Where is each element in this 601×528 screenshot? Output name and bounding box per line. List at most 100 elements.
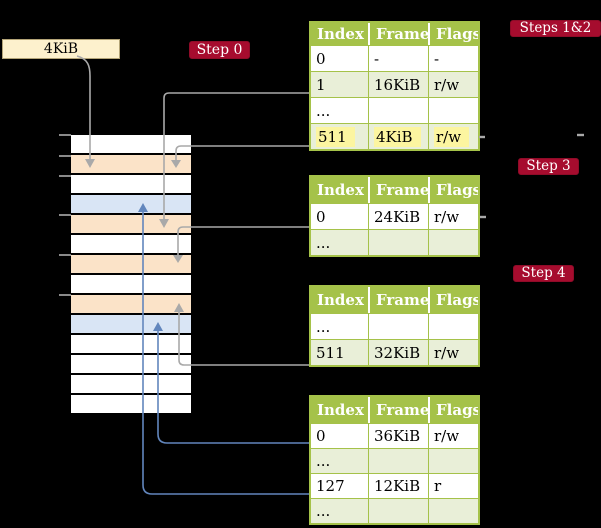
memory-frame-row xyxy=(71,135,191,155)
address-tick xyxy=(59,254,71,256)
arrow-pt3-entry511-to-32kib-frame xyxy=(178,312,309,366)
column-header: Flags xyxy=(428,23,478,45)
page-table-entry: ... xyxy=(311,498,478,523)
arrow-pt2-entry0-to-24kib-frame xyxy=(177,226,309,255)
page-table-cell xyxy=(428,448,478,473)
step-4-badge: Step 4 xyxy=(513,265,574,282)
column-header: Index xyxy=(311,287,368,313)
column-header: Frame xyxy=(368,23,428,45)
address-tick xyxy=(59,294,71,296)
memory-frame-row xyxy=(71,195,191,215)
page-table-entry: ... xyxy=(311,313,478,339)
physical-memory-column xyxy=(71,135,191,415)
highlighted-value: 511 xyxy=(316,126,355,147)
page-table-cell: 0 xyxy=(311,203,368,229)
page-table-cell: ... xyxy=(311,498,368,523)
column-header: Frame xyxy=(368,177,428,203)
column-header: Index xyxy=(311,397,368,423)
page-table-cell xyxy=(368,97,428,123)
page-table-cell xyxy=(428,229,478,255)
column-header: Frame xyxy=(368,397,428,423)
memory-frame-row xyxy=(71,375,191,395)
page-table-cell xyxy=(368,498,428,523)
page-table-cell xyxy=(368,448,428,473)
memory-frame-row xyxy=(71,335,191,355)
address-tick xyxy=(59,134,71,136)
page-table-cell: 4KiB xyxy=(368,123,428,149)
page-table-cell xyxy=(428,313,478,339)
page-table-entry: 511 4KiB r/w xyxy=(311,123,478,149)
memory-frame-row xyxy=(71,155,191,175)
page-table-cell: 511 xyxy=(311,339,368,365)
arrow-pt1-entry511-to-4kib-frame xyxy=(175,145,309,160)
page-table-entry: ... xyxy=(311,97,478,123)
page-table-cell: 127 xyxy=(311,473,368,498)
page-table-cell: 24KiB xyxy=(368,203,428,229)
page-table-cell: 32KiB xyxy=(368,339,428,365)
memory-frame-row xyxy=(71,235,191,255)
page-table-cell: - xyxy=(368,45,428,71)
memory-frame-row xyxy=(71,295,191,315)
page-table-cell: 0 xyxy=(311,45,368,71)
page-table-cell: r xyxy=(428,473,478,498)
memory-frame-row xyxy=(71,355,191,375)
memory-frame-row xyxy=(71,395,191,415)
step-0-badge: Step 0 xyxy=(189,41,250,59)
memory-frame-row xyxy=(71,275,191,295)
highlighted-value: 4KiB xyxy=(374,126,421,147)
page-table-cell: 1 xyxy=(311,71,368,97)
page-table-cell: 0 xyxy=(311,423,368,448)
step-3-badge: Step 3 xyxy=(518,158,579,175)
page-table-cell: ... xyxy=(311,313,368,339)
column-header: Index xyxy=(311,177,368,203)
page-table-cell: - xyxy=(428,45,478,71)
page-table-cell: ... xyxy=(311,448,368,473)
highlighted-value: r/w xyxy=(434,126,470,147)
page-table-cell xyxy=(428,97,478,123)
memory-frame-row xyxy=(71,175,191,195)
column-header: Index xyxy=(311,23,368,45)
page-table-entry: 0-- xyxy=(311,45,478,71)
page-table-cell: ... xyxy=(311,97,368,123)
address-tick xyxy=(59,214,71,216)
page-table-entry: ... xyxy=(311,448,478,473)
page-table-cell xyxy=(428,498,478,523)
address-tick xyxy=(59,175,71,177)
page-table-cell: r/w xyxy=(428,203,478,229)
page-table-cell: 511 xyxy=(311,123,368,149)
steps-1-2-badge: Steps 1&2 xyxy=(510,20,601,37)
page-table-cell: r/w xyxy=(428,123,478,149)
page-table-cell: 16KiB xyxy=(368,71,428,97)
column-header: Flags xyxy=(428,397,478,423)
memory-frame-row xyxy=(71,215,191,235)
column-header: Frame xyxy=(368,287,428,313)
page-table-cell xyxy=(368,313,428,339)
page-table-cell: ... xyxy=(311,229,368,255)
page-table-cell: 12KiB xyxy=(368,473,428,498)
page-table-cell: r/w xyxy=(428,71,478,97)
frame-size-label: 4KiB xyxy=(2,39,120,59)
page-table-cell: r/w xyxy=(428,423,478,448)
page-table-cell xyxy=(368,229,428,255)
address-tick xyxy=(59,155,71,157)
column-header: Flags xyxy=(428,177,478,203)
page-table-cell: 36KiB xyxy=(368,423,428,448)
page-table-cell: r/w xyxy=(428,339,478,365)
column-header: Flags xyxy=(428,287,478,313)
memory-frame-row xyxy=(71,315,191,335)
memory-frame-row xyxy=(71,255,191,275)
